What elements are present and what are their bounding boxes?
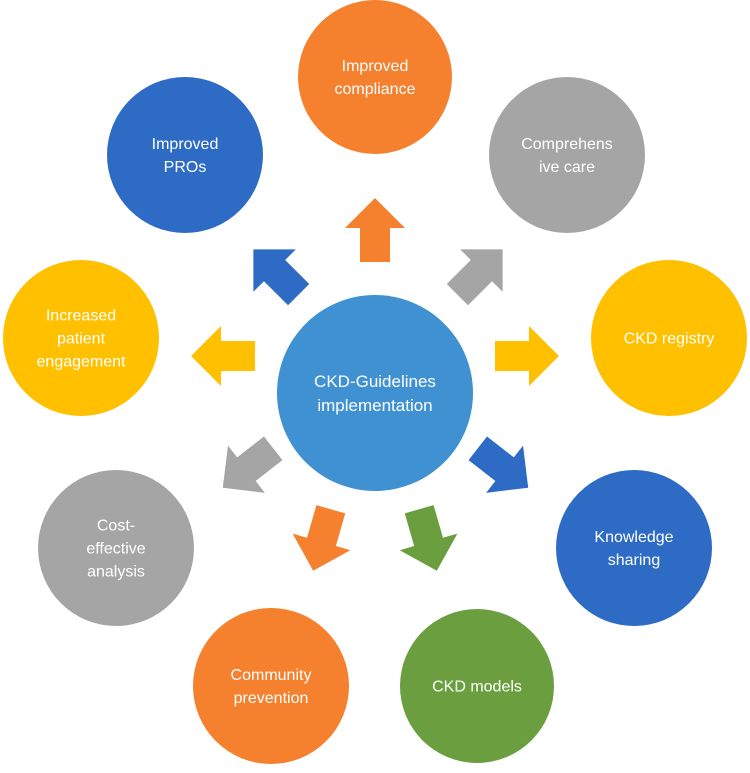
center-layer: CKD-Guidelines implementation <box>277 295 473 491</box>
outcome-node-cost-effective-analysis: Cost-effective analysis <box>38 470 194 626</box>
center-label-line-2: implementation <box>317 396 432 415</box>
arrow-to-ckd-registry <box>495 326 559 386</box>
arrow-to-cost-effective-analysis <box>222 436 283 493</box>
center-node: CKD-Guidelines implementation <box>277 295 473 491</box>
center-label-line-1: CKD-Guidelines <box>314 372 436 391</box>
outcome-circle <box>298 0 452 154</box>
arrow-shape <box>253 249 310 306</box>
outcome-label-line-2: PROs <box>164 159 207 176</box>
arrow-to-improved-compliance <box>345 198 405 262</box>
outcome-label-line-1: Increased <box>46 308 116 325</box>
arrow-to-comprehensive-care <box>446 249 503 306</box>
outcome-circle <box>193 608 349 764</box>
arrow-to-knowledge-sharing <box>468 436 529 493</box>
outcome-node-ckd-models: CKD models <box>400 609 554 763</box>
center-circle <box>277 295 473 491</box>
outcome-label-line-3: analysis <box>87 564 145 581</box>
outcome-label-line-1: Cost- <box>97 518 135 535</box>
outcome-node-increased-patient-engagement: Increased patient engagement <box>3 260 159 416</box>
outcome-label-line-2: compliance <box>335 81 416 98</box>
outcome-circle <box>3 260 159 416</box>
arrow-to-community-prevention <box>292 505 351 571</box>
outcome-node-knowledge-sharing: Knowledge sharing <box>556 470 712 626</box>
arrow-shape <box>495 326 559 386</box>
arrow-to-ckd-models <box>399 505 458 571</box>
arrow-shape <box>222 436 283 493</box>
outcome-label-line-1: CKD registry <box>624 331 715 348</box>
outcome-circle <box>489 77 645 233</box>
outcome-label-line-2: prevention <box>234 690 309 707</box>
outcome-node-improved-compliance: Improved compliance <box>298 0 452 154</box>
outcome-label-line-1: Comprehens <box>521 136 613 153</box>
arrow-shape <box>191 326 255 386</box>
arrow-shape <box>345 198 405 262</box>
outcome-circle <box>591 260 747 416</box>
outcome-node-comprehensive-care: Comprehens ive care <box>489 77 645 233</box>
outcome-label-line-1: CKD models <box>432 679 522 696</box>
outcome-label-line-1: Community <box>231 667 312 684</box>
outcome-node-ckd-registry: CKD registry <box>591 260 747 416</box>
arrow-shape <box>292 505 351 571</box>
outcome-node-community-prevention: Community prevention <box>193 608 349 764</box>
outcome-label-line-2: effective <box>86 541 145 558</box>
outcome-circle <box>38 470 194 626</box>
outcome-circle <box>556 470 712 626</box>
outcome-label-line-1: Improved <box>342 58 409 75</box>
arrow-to-increased-patient-engagement <box>191 326 255 386</box>
outcome-label-line-3: engagement <box>37 354 127 371</box>
outcome-label-line-2: ive care <box>539 159 595 176</box>
arrow-to-improved-pros <box>253 249 310 306</box>
outcome-circle <box>400 609 554 763</box>
outcome-label-line-2: patient <box>57 331 106 348</box>
arrow-shape <box>399 505 458 571</box>
outcome-label-line-1: Knowledge <box>594 529 673 546</box>
outcome-label-line-1: Improved <box>152 136 219 153</box>
arrows-layer <box>191 198 559 571</box>
outcome-circle <box>107 77 263 233</box>
arrow-shape <box>446 249 503 306</box>
outcome-label-line-2: sharing <box>608 552 660 569</box>
arrow-shape <box>468 436 529 493</box>
